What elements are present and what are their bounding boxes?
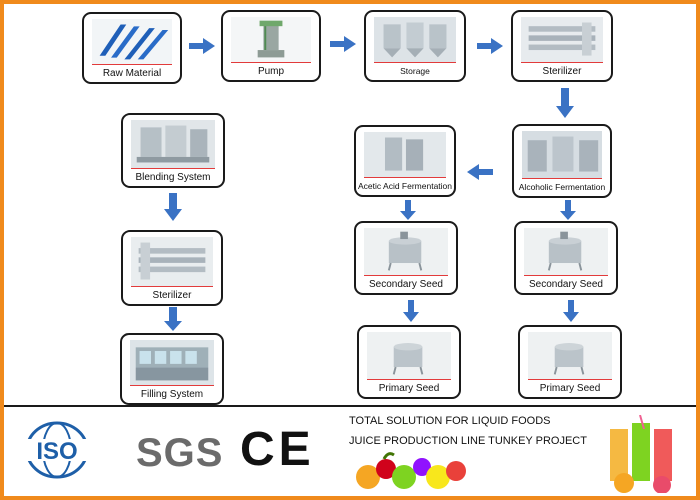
pump-label: Pump	[257, 66, 285, 77]
footer-tagline-2: JUICE PRODUCTION LINE TUNKEY PROJECT	[349, 435, 587, 447]
accent-line	[364, 177, 446, 178]
arrow-down-icon	[164, 307, 182, 331]
primary-seed-mid-label: Primary Seed	[378, 383, 440, 394]
arrow-right-icon	[330, 36, 356, 52]
node-primary-seed-mid: Primary Seed	[357, 325, 461, 399]
sterilizer-left-label: Sterilizer	[152, 290, 192, 301]
blending-system-photo	[131, 120, 215, 168]
node-storage: Storage	[364, 10, 466, 82]
storage-photo	[374, 17, 456, 62]
arrow-right-icon	[477, 38, 503, 54]
footer-banner: ISO SGS CE TOTAL SOLUTION FOR LIQUID FOO…	[4, 405, 696, 496]
accent-line	[231, 62, 311, 63]
node-sterilizer-top: Sterilizer	[511, 10, 613, 82]
footer-tagline-1: TOTAL SOLUTION FOR LIQUID FOODS	[349, 415, 551, 427]
iso-logo: ISO	[18, 419, 96, 481]
arrow-down-icon	[400, 200, 416, 220]
raw-material-photo	[92, 19, 172, 64]
node-acetic-acid-fermentation: Acetic Acid Fermentation	[354, 125, 456, 197]
secondary-seed-mid-label: Secondary Seed	[369, 279, 443, 290]
juice-glasses-image	[604, 414, 684, 494]
raw-material-label: Raw Material	[102, 68, 162, 79]
sgs-logo: SGS	[136, 431, 224, 475]
accent-line	[528, 379, 612, 380]
acetic-acid-fermentation-label: Acetic Acid Fermentation	[357, 181, 452, 191]
accent-line	[364, 275, 448, 276]
node-primary-seed-right: Primary Seed	[518, 325, 622, 399]
node-alcoholic-fermentation: Alcoholic Fermentation	[512, 124, 612, 198]
primary-seed-photo	[367, 332, 451, 379]
secondary-seed-photo	[524, 228, 608, 275]
accent-line	[524, 275, 608, 276]
blending-system-label: Blending System	[135, 172, 211, 183]
accent-line	[374, 62, 456, 63]
arrow-down-icon	[560, 200, 576, 220]
accent-line	[521, 62, 603, 63]
arrow-down-icon	[164, 193, 182, 221]
primary-seed-photo	[528, 332, 612, 379]
accent-line	[522, 178, 602, 179]
accent-line	[367, 379, 451, 380]
iso-text: ISO	[36, 438, 77, 465]
accent-line	[131, 286, 213, 287]
fruits-image	[354, 447, 474, 495]
alcoholic-fermentation-label: Alcoholic Fermentation	[518, 182, 606, 192]
node-sterilizer-left: Sterilizer	[121, 230, 223, 306]
node-secondary-seed-right: Secondary Seed	[514, 221, 618, 295]
ce-mark: CE	[240, 423, 315, 476]
accent-line	[131, 168, 215, 169]
arrow-right-icon	[189, 38, 215, 54]
sterilizer-photo	[131, 237, 213, 286]
acetic-acid-fermentation-photo	[364, 132, 446, 177]
arrow-down-icon	[556, 88, 574, 118]
sterilizer-photo	[521, 17, 603, 62]
filling-system-photo	[130, 340, 214, 385]
secondary-seed-photo	[364, 228, 448, 275]
storage-label: Storage	[400, 66, 430, 76]
node-pump: Pump	[221, 10, 321, 82]
node-secondary-seed-mid: Secondary Seed	[354, 221, 458, 295]
node-raw-material: Raw Material	[82, 12, 182, 84]
node-filling-system: Filling System	[120, 333, 224, 405]
arrow-down-icon	[563, 300, 579, 322]
filling-system-label: Filling System	[140, 389, 204, 400]
sterilizer-top-label: Sterilizer	[542, 66, 582, 77]
pump-photo	[231, 17, 311, 62]
accent-line	[92, 64, 172, 65]
secondary-seed-right-label: Secondary Seed	[529, 279, 603, 290]
accent-line	[130, 385, 214, 386]
arrow-left-icon	[467, 164, 493, 180]
node-blending-system: Blending System	[121, 113, 225, 188]
primary-seed-right-label: Primary Seed	[539, 383, 601, 394]
alcoholic-fermentation-photo	[522, 131, 602, 178]
arrow-down-icon	[403, 300, 419, 322]
